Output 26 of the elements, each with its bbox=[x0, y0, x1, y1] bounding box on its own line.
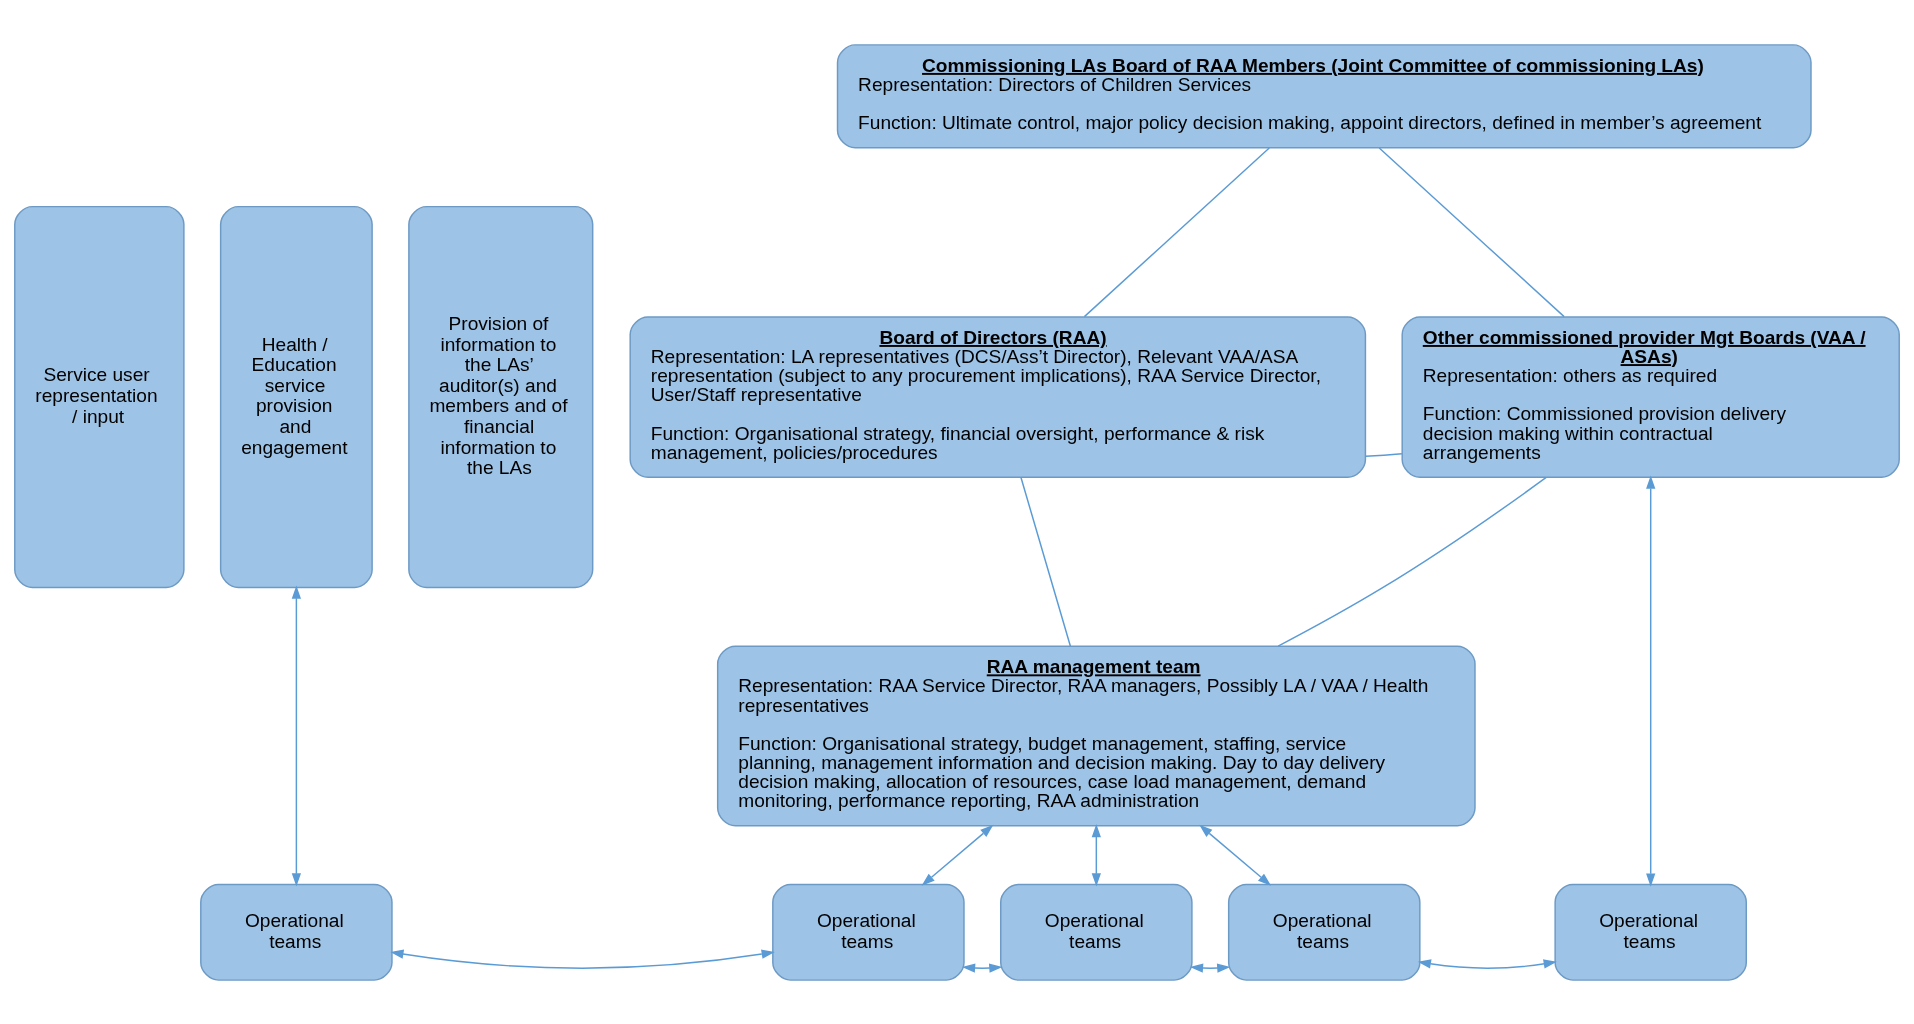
arrow bbox=[921, 824, 994, 886]
node-box: Provision of information to the LAs’ auditor(s) and members and of financial information to the LAs bbox=[408, 205, 594, 588]
arrow bbox=[1189, 962, 1231, 973]
connector bbox=[1277, 476, 1547, 647]
arrow bbox=[390, 949, 775, 969]
node-box: Operational teams bbox=[200, 883, 393, 981]
arrow bbox=[1091, 823, 1101, 887]
connector bbox=[1364, 452, 1403, 457]
node-box: Operational teams bbox=[772, 883, 965, 981]
node-box: Operational teams bbox=[1554, 883, 1748, 981]
connector bbox=[1083, 146, 1270, 317]
arrow bbox=[961, 962, 1003, 973]
node-box: Operational teams bbox=[1000, 883, 1193, 981]
arrow bbox=[1646, 474, 1656, 887]
node-box: Board of Directors (RAA) Representation: LA representatives (DCS/Ass’t Director), Relevant VAA/ASA representation (subject to any procurement implications), RAA Service Director, User/Staff representative Function: Organisational strategy, financial oversight, performance & risk management, policies/procedures bbox=[629, 315, 1367, 478]
node-box: Health / Education service provision and engagement bbox=[219, 205, 373, 588]
node-box: Commissioning LAs Board of RAA Members (Joint Committee of commissioning LAs) Representation: Directors of Children Services Function: Ultimate control, major policy decision making, appoint directors, defined in member’s agreement bbox=[836, 43, 1812, 149]
arrow bbox=[291, 585, 301, 887]
arrow bbox=[1199, 824, 1272, 886]
connector bbox=[1020, 476, 1072, 647]
node-box: RAA management team Representation: RAA Service Director, RAA managers, Possibly LA / VAA / Health representatives Function: Organisational strategy, budget management, staffing, service planning, management information and decision making. Day to day delivery decision making, allocation of resources, case load management, demand monitoring, performance reporting, RAA administration bbox=[716, 645, 1476, 826]
node-box: Service user representation / input bbox=[14, 205, 185, 588]
connector bbox=[1378, 146, 1565, 317]
node-box: Other commissioned provider Mgt Boards (VAA / ASAs) Representation: others as required Function: Commissioned provision delivery decision making within contractual arrangements bbox=[1401, 315, 1900, 478]
node-box: Operational teams bbox=[1227, 883, 1421, 981]
arrow bbox=[1417, 958, 1557, 969]
